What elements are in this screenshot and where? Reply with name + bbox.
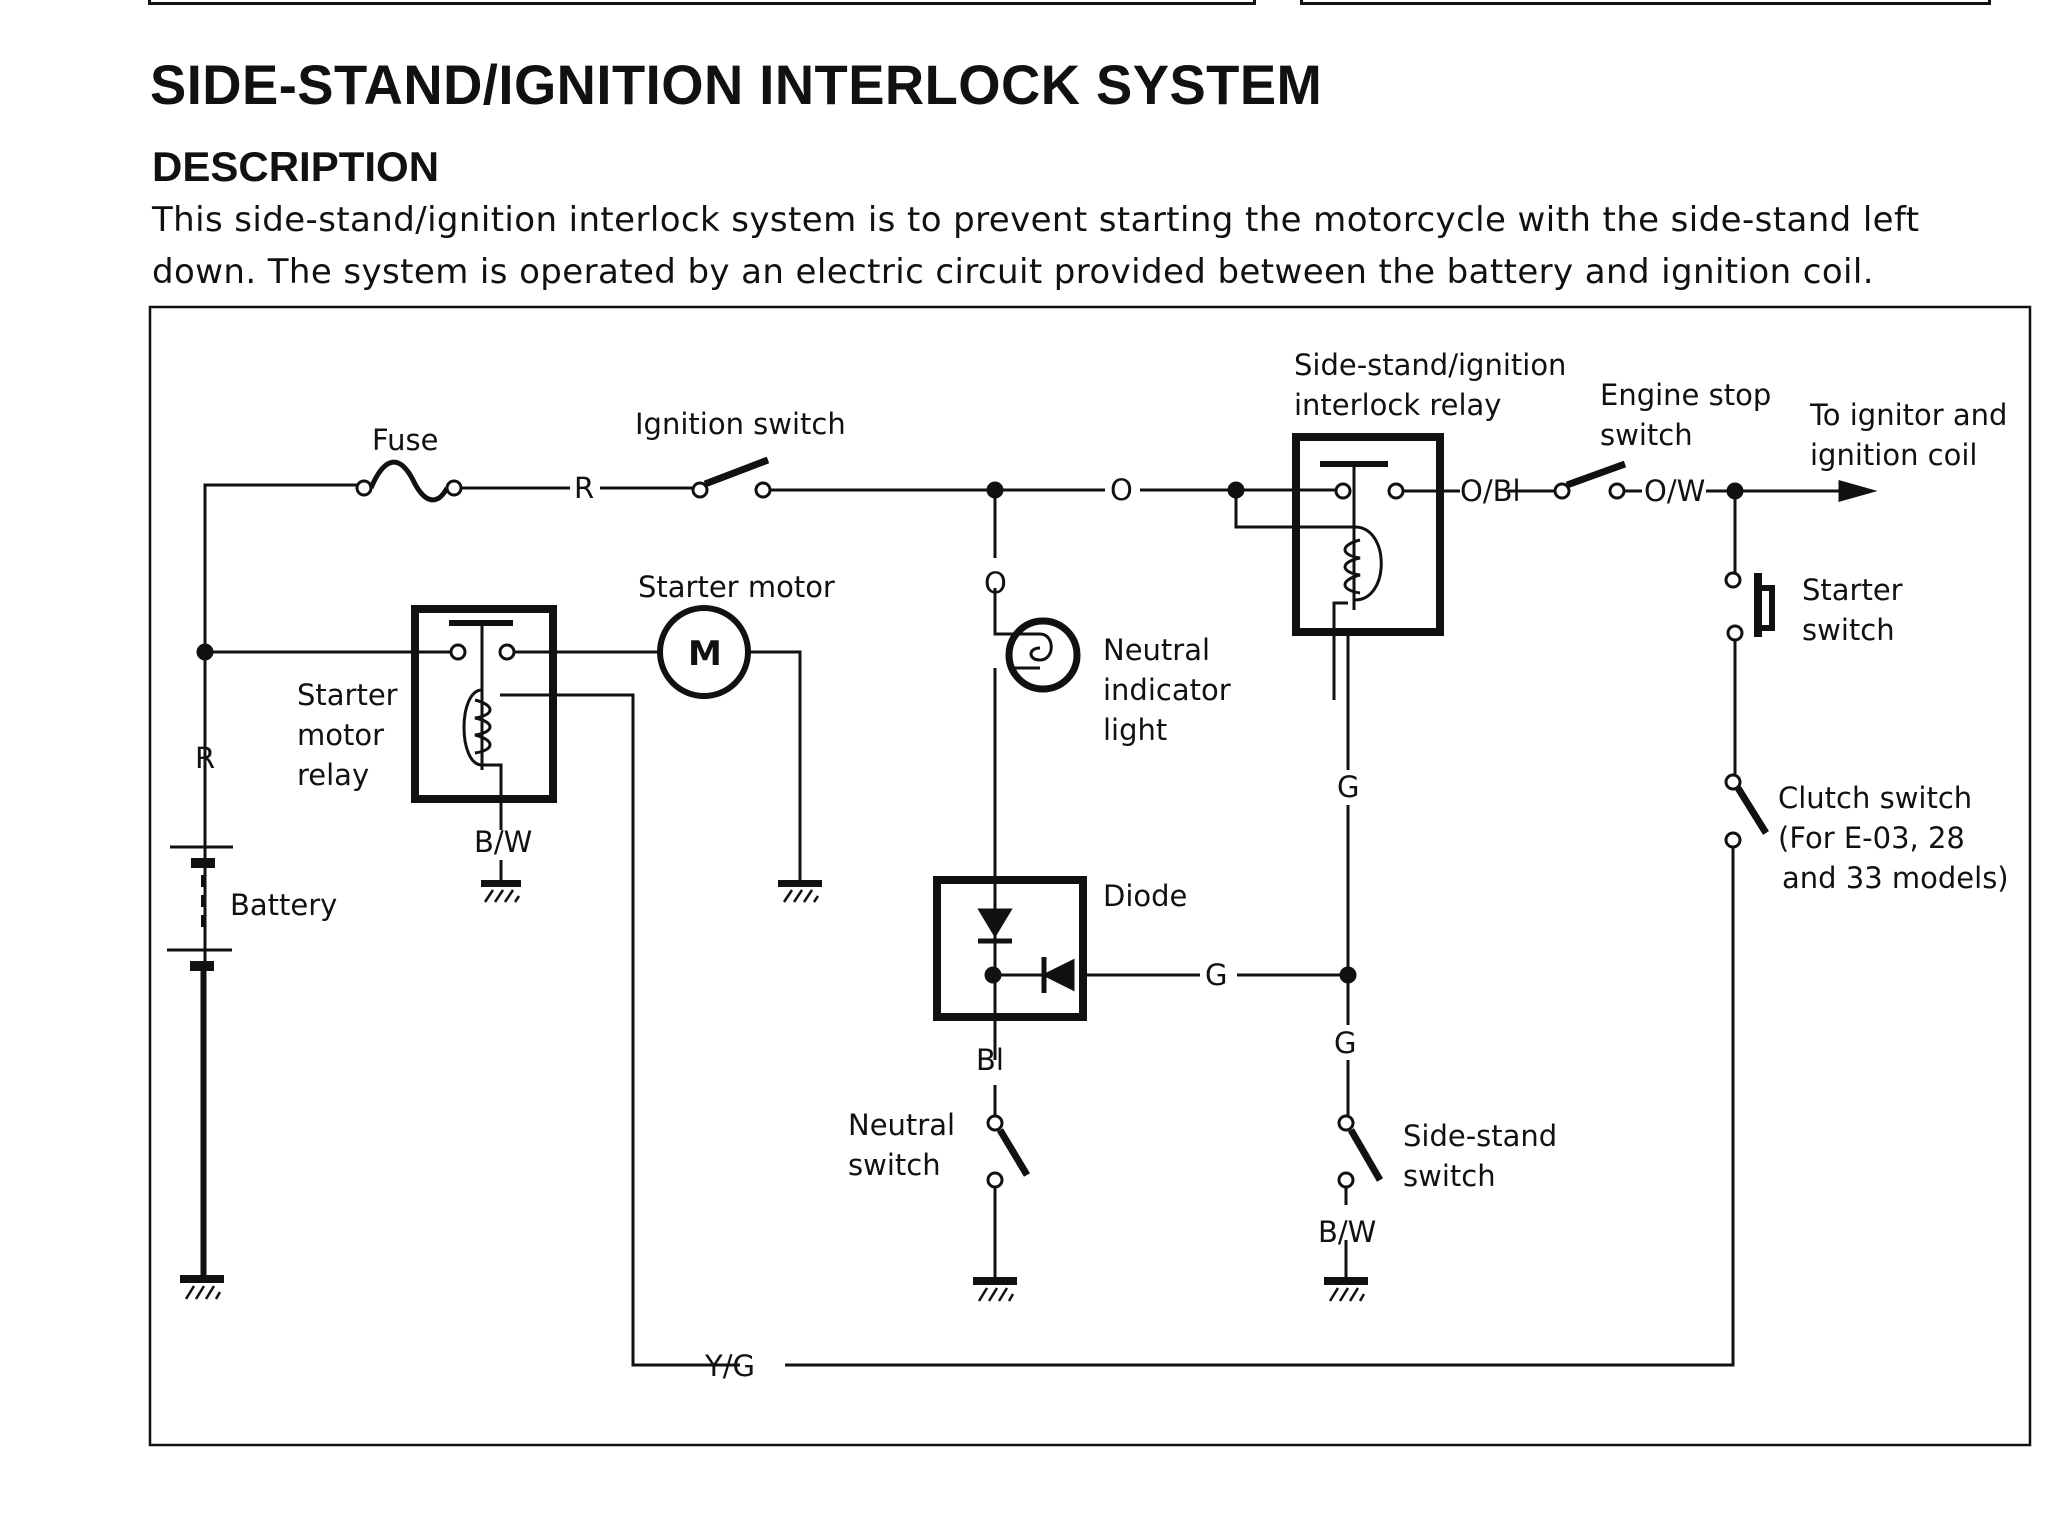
description-paragraph: This side-stand/ignition interlock syste… [152, 200, 1920, 292]
label-neutral-switch-2: switch [848, 1148, 941, 1182]
neutral-switch-symbol[interactable] [986, 1114, 1031, 1189]
wire-label-r-left: R [195, 741, 215, 775]
wire-label-g-horizontal: G [1205, 958, 1227, 992]
label-starter-switch-1: Starter [1802, 573, 1903, 607]
label-engine-stop-1: Engine stop [1600, 378, 1771, 412]
battery-symbol [167, 845, 233, 1275]
label-neutral-light-1: Neutral [1103, 633, 1210, 667]
label-starter-switch-2: switch [1802, 613, 1895, 647]
page-title: SIDE-STAND/IGNITION INTERLOCK SYSTEM [150, 53, 1323, 116]
wire-motor-to-ground [748, 650, 802, 880]
wire-label-r-top: R [574, 471, 594, 505]
label-neutral-light-2: indicator [1103, 673, 1231, 707]
wire-clutch-to-yg [785, 847, 1735, 1367]
diagram-frame [148, 305, 2032, 1447]
label-sidestand-switch-2: switch [1403, 1159, 1496, 1193]
wire-battery-to-fuse [203, 483, 357, 1280]
wire-label-obl: O/Bl [1460, 474, 1521, 508]
label-diode: Diode [1103, 879, 1187, 913]
arrow-to-ignitor [1838, 480, 1878, 502]
clutch-switch-symbol[interactable] [1724, 773, 1769, 849]
fuse-symbol [355, 459, 463, 503]
wire-label-g-lower: G [1334, 1026, 1356, 1060]
label-clutch-2: (For E-03, 28 [1778, 821, 1965, 855]
junction-battery [196, 643, 214, 661]
wire-relay-coil-feed [1234, 490, 1355, 529]
section-heading: DESCRIPTION [152, 143, 440, 190]
label-starter-relay-2: motor [297, 718, 384, 752]
wire-label-yg: Y/G [704, 1349, 755, 1383]
label-starter-relay-3: relay [297, 758, 369, 792]
wire-yg-to-starter-relay [500, 693, 740, 1367]
starter-switch-symbol[interactable] [1724, 571, 1775, 642]
label-clutch-3: and 33 models) [1782, 861, 2009, 895]
wire-label-o-vertical: O [984, 566, 1007, 600]
ground-sidestand [1324, 1277, 1368, 1302]
label-output-2: ignition coil [1810, 438, 1977, 472]
interlock-relay-symbol [1292, 433, 1444, 700]
wire-label-o-top: O [1110, 473, 1133, 507]
label-engine-stop-2: switch [1600, 418, 1693, 452]
ground-battery [180, 1275, 224, 1300]
ground-starter-relay [481, 860, 521, 903]
label-sidestand-switch-1: Side-stand [1403, 1119, 1557, 1153]
wire-label-bw-sidestand: B/W [1318, 1215, 1376, 1249]
label-neutral-switch-1: Neutral [848, 1108, 955, 1142]
previous-figure-box-right [1300, 0, 1991, 5]
neutral-indicator-light-symbol [1005, 617, 1081, 693]
label-fuse: Fuse [372, 423, 438, 457]
label-interlock-relay-1: Side-stand/ignition [1294, 348, 1566, 382]
wire-label-bl: Bl [976, 1043, 1004, 1077]
ground-starter-motor [778, 880, 822, 903]
wire-label-bw-relay: B/W [474, 825, 532, 859]
diode-unit-symbol [933, 876, 1087, 1060]
starter-relay-symbol [411, 605, 557, 830]
label-ignition-switch: Ignition switch [635, 407, 846, 441]
label-battery: Battery [230, 888, 337, 922]
starter-motor-m-symbol: M [688, 634, 722, 674]
label-interlock-relay-2: interlock relay [1294, 388, 1501, 422]
label-starter-motor: Starter motor [638, 570, 835, 604]
sidestand-switch-symbol[interactable] [1337, 1114, 1384, 1189]
ignition-switch-symbol[interactable] [691, 456, 772, 499]
wire-o-to-lamp [993, 588, 1010, 636]
wire-label-ow: O/W [1644, 474, 1705, 508]
engine-stop-switch-symbol[interactable] [1553, 460, 1627, 500]
label-neutral-light-3: light [1103, 713, 1167, 747]
label-output-1: To ignitor and [1809, 398, 2007, 432]
label-starter-relay-1: Starter [297, 678, 398, 712]
wire-label-g-upper: G [1337, 770, 1359, 804]
ground-neutral-switch [973, 1277, 1017, 1302]
previous-figure-box-left [148, 0, 1256, 5]
label-clutch-1: Clutch switch [1778, 781, 1972, 815]
